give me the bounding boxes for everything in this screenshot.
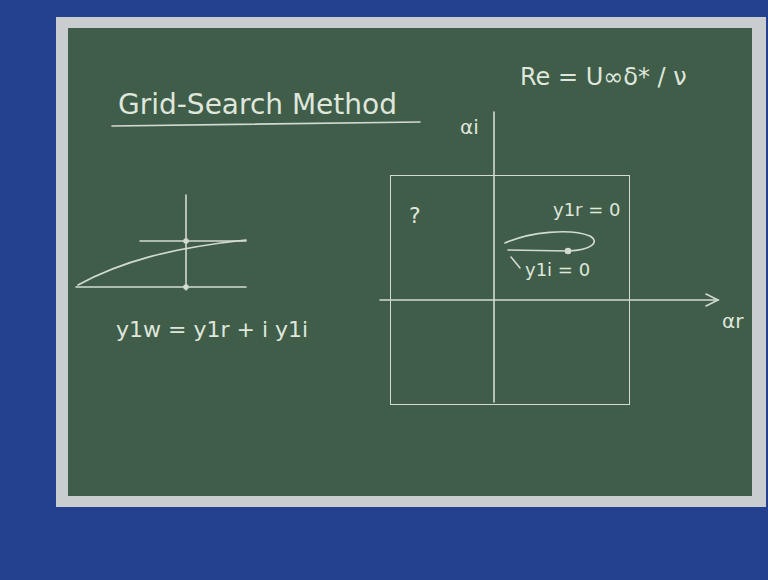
point xyxy=(184,285,188,289)
point xyxy=(184,239,188,243)
curve-label: y1i = 0 xyxy=(525,260,590,280)
profile-line xyxy=(140,240,246,242)
equation: y1w = y1r + i y1i xyxy=(116,318,308,342)
alpha-r-axis xyxy=(380,299,718,301)
yi-zero-curve xyxy=(508,250,568,251)
title: Grid-Search Method xyxy=(118,90,397,121)
wall-line xyxy=(76,286,246,288)
board-frame xyxy=(56,17,766,507)
question-mark: ? xyxy=(409,204,421,228)
search-domain-box: ? y1r = 0 y1i = 0 xyxy=(390,175,630,405)
axis-label: αi xyxy=(460,116,479,138)
title-underline xyxy=(112,122,420,126)
yr-zero-curve xyxy=(505,232,594,251)
axis-label: αr xyxy=(722,310,743,332)
axis-arrowhead xyxy=(706,294,718,306)
leader-line xyxy=(511,257,520,268)
curve-label: y1r = 0 xyxy=(553,200,620,220)
root-point xyxy=(566,249,571,254)
boundary-layer-edge xyxy=(78,240,246,285)
reynolds-formula: Re = U∞δ* / ν xyxy=(520,64,687,90)
board-surface xyxy=(68,28,752,496)
alpha-i-axis xyxy=(493,112,495,402)
